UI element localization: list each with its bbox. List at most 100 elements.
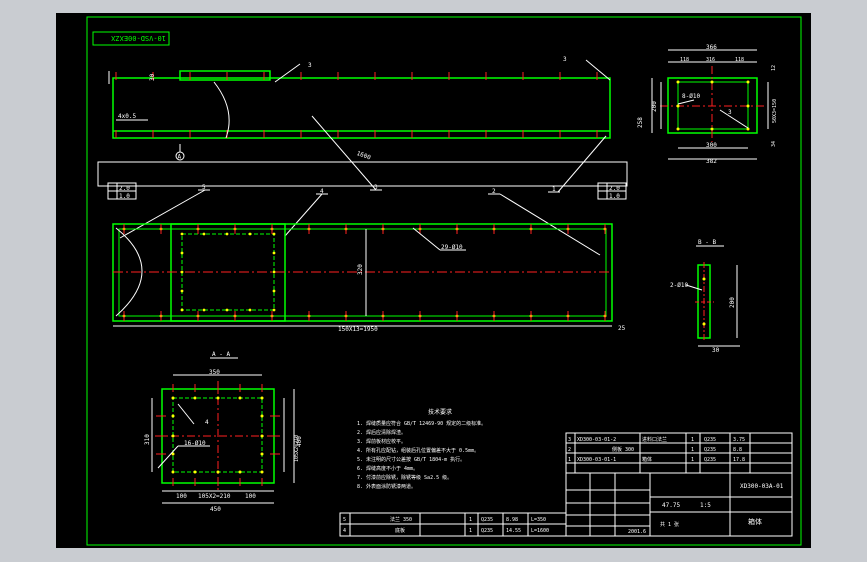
- main-weld-right: 3: [563, 56, 567, 63]
- parts-row-1-code: XD300-03-01-1: [577, 457, 616, 463]
- plan-dim-width: 320: [357, 264, 364, 275]
- plan-view: 320 29-Ø10 150X13=1950 25: [112, 223, 626, 333]
- lower-row-4-wt: 14.55: [506, 528, 521, 534]
- main-section-mark: A: [178, 154, 182, 161]
- end-dim-inner-bottom: 300: [706, 142, 717, 149]
- parts-row-2-mat: Q235: [704, 447, 716, 453]
- parts-row-3-code: XD300-03-01-2: [577, 437, 616, 443]
- parts-row-3-qty: 1: [691, 437, 694, 443]
- svg-text:2.0: 2.0: [119, 185, 130, 192]
- technical-notes: 技术要求 1. 焊缝质量应符合 GB/T 12469-90 规定的二级标准。 2…: [357, 408, 486, 490]
- hole: [676, 104, 680, 108]
- section-b-view: B - B 200 30 2-Ø10: [670, 239, 740, 354]
- parts-row-2-name: 侧板 300: [612, 446, 634, 453]
- section-a-dim-bottom-left: 100: [176, 493, 187, 500]
- parts-row-3-mat: Q235: [704, 437, 716, 443]
- lower-row-5-no: 5: [343, 517, 346, 523]
- hole: [225, 232, 229, 236]
- hole: [746, 104, 750, 108]
- tech-note-8: 8. 外表面涂防锈漆两道。: [357, 483, 416, 490]
- hole: [238, 396, 242, 400]
- section-a-dim-bottom-total: 450: [210, 506, 221, 513]
- hole: [260, 452, 264, 456]
- section-a-title: A - A: [212, 351, 230, 358]
- hole: [171, 452, 175, 456]
- hole: [248, 308, 252, 312]
- balloon-5: 5: [202, 184, 206, 191]
- hole: [216, 470, 220, 474]
- hole: [225, 308, 229, 312]
- section-a-dim-right-outer: 400: [296, 436, 303, 447]
- tech-note-2: 2. 焊后应清除焊渣。: [357, 429, 406, 436]
- hole: [272, 308, 276, 312]
- hole: [676, 127, 680, 131]
- end-dim-right: 50X3=150: [772, 99, 778, 123]
- section-b-dim-height: 200: [729, 297, 736, 308]
- title-block-date: 2001.6: [628, 529, 646, 535]
- plan-holes-note: 29-Ø10: [441, 244, 463, 251]
- tech-note-6: 6. 焊缝高度不小于 4mm。: [357, 465, 418, 472]
- hole: [171, 434, 175, 438]
- parts-row-3-wt: 3.75: [733, 437, 745, 443]
- hole: [193, 470, 197, 474]
- main-dim-small: 4x0.5: [118, 113, 136, 120]
- title-block-sheet: 共 1 张: [660, 521, 679, 528]
- title-block-part-name: 箱体: [748, 517, 762, 526]
- tech-note-4: 4. 所有孔应配钻，组装后孔位置偏差不大于 0.5mm。: [357, 447, 479, 454]
- tech-note-3: 3. 焊前板材应校平。: [357, 438, 406, 445]
- section-a-weld-note: 4: [205, 419, 209, 426]
- parts-row-3-name: 进料口法兰: [642, 436, 667, 443]
- plan-dim-spacing: 150X13=1950: [338, 326, 378, 333]
- parts-row-1-mat: Q235: [704, 457, 716, 463]
- lower-row-4-mat: Q235: [481, 528, 493, 534]
- hole: [180, 308, 184, 312]
- balloon-1: 1: [552, 186, 556, 193]
- hole: [710, 80, 714, 84]
- parts-row-1-no: 1: [568, 457, 571, 463]
- lower-row-5-name: 法兰 350: [390, 516, 412, 523]
- section-b-title: B - B: [698, 239, 716, 246]
- parts-row-1-name: 箱体: [642, 456, 652, 463]
- tech-note-1: 1. 焊缝质量应符合 GB/T 12469-90 规定的二级标准。: [357, 420, 486, 427]
- hole: [238, 470, 242, 474]
- hole: [171, 470, 175, 474]
- hole: [710, 127, 714, 131]
- svg-text:2.0: 2.0: [609, 185, 620, 192]
- plan-dim-edge: 25: [618, 325, 626, 332]
- hole: [272, 232, 276, 236]
- tol-left: 2.0 1.0: [107, 182, 137, 200]
- hole: [260, 470, 264, 474]
- end-dim-total-bottom: 382: [706, 158, 717, 165]
- hole: [171, 396, 175, 400]
- title-block-drawing-no: XD300-03A-01: [740, 483, 784, 490]
- hole: [180, 289, 184, 293]
- section-b-holes-note: 2-Ø10: [670, 282, 688, 289]
- hole: [746, 127, 750, 131]
- lower-row-5-qty: 1: [469, 517, 472, 523]
- parts-row-2-no: 2: [568, 447, 571, 453]
- section-a-view: A - A 350 310 105X2=210 400 100 105X2=21…: [144, 351, 303, 513]
- parts-row-2-qty: 1: [691, 447, 694, 453]
- hole: [202, 308, 206, 312]
- end-view: 366 118 316 118 300 382 200 258 50X3=150…: [637, 44, 778, 165]
- hole: [180, 232, 184, 236]
- end-dim-total-top: 366: [706, 44, 717, 51]
- hole: [193, 396, 197, 400]
- hole: [202, 232, 206, 236]
- section-a-dim-bottom-mid: 105X2=210: [198, 493, 231, 500]
- section-a-dim-right-inner: 105X2=210: [294, 435, 300, 462]
- section-a-dim-left: 310: [144, 434, 151, 445]
- parts-list-lower: 5 法兰 350 1 Q235 8.98 L=350 4 底板 1 Q235 1…: [339, 512, 567, 537]
- end-dim-top-1: 118: [680, 57, 689, 63]
- title-tag-box: [92, 31, 170, 46]
- main-dim-height: 30: [149, 73, 156, 81]
- hole: [248, 232, 252, 236]
- tech-note-5: 5. 未注明的尺寸公差按 GB/T 1804-m 执行。: [357, 456, 465, 463]
- title-block-scale: 1:5: [700, 502, 711, 509]
- hole: [216, 396, 220, 400]
- sheet-border: [86, 16, 802, 546]
- parts-row-1-wt: 17.8: [733, 457, 745, 463]
- hole: [171, 414, 175, 418]
- parts-row-2-wt: 8.8: [733, 447, 742, 453]
